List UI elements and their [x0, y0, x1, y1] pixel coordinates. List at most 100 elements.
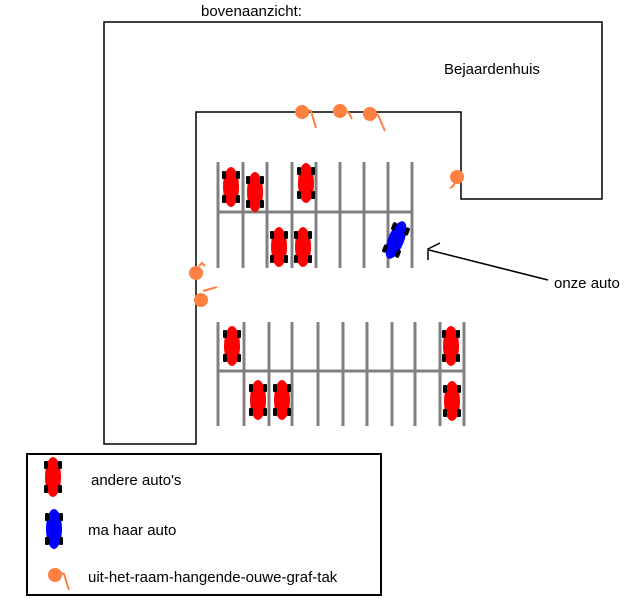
branch — [449, 170, 464, 189]
wheel — [222, 195, 226, 203]
wheel — [249, 384, 253, 392]
wheel — [59, 537, 63, 545]
wheel — [270, 255, 274, 263]
wheel — [236, 195, 240, 203]
branch — [189, 261, 206, 280]
other-car — [223, 326, 241, 366]
wheel — [456, 354, 460, 362]
legend-blue-car-icon — [45, 509, 63, 549]
car-body — [224, 326, 240, 366]
wheel — [260, 176, 264, 184]
cars-layer — [222, 163, 461, 421]
wheel — [222, 171, 226, 179]
wheel — [237, 354, 241, 362]
wheel — [457, 385, 461, 393]
wheel — [311, 191, 315, 199]
other-car — [222, 167, 240, 207]
legend-box — [26, 453, 382, 596]
wheel — [260, 200, 264, 208]
legend-red-car-icon — [44, 457, 62, 497]
wheel — [294, 231, 298, 239]
wheel — [443, 385, 447, 393]
car-body — [295, 227, 311, 267]
legend-symbols — [44, 457, 70, 591]
car-body — [444, 381, 460, 421]
car-body — [385, 221, 407, 259]
wheel — [297, 191, 301, 199]
wheel — [284, 255, 288, 263]
our-car — [382, 221, 410, 259]
branch — [333, 104, 353, 120]
car-body — [45, 457, 61, 497]
wheel — [223, 330, 227, 338]
wheel — [308, 231, 312, 239]
wheel — [382, 244, 388, 253]
building-outline — [103, 21, 603, 445]
wheel — [45, 513, 49, 521]
car-body — [443, 326, 459, 366]
title-label: bovenaanzicht: — [201, 3, 302, 20]
wheel — [236, 171, 240, 179]
wheel — [237, 330, 241, 338]
wheel — [273, 384, 277, 392]
other-car — [442, 326, 460, 366]
car-body — [46, 509, 62, 549]
wheel — [442, 330, 446, 338]
branches-layer — [189, 104, 464, 307]
wheel — [58, 461, 62, 469]
legend-branch-icon — [48, 568, 70, 591]
wheel — [395, 249, 401, 258]
wheel — [263, 384, 267, 392]
wheel — [287, 384, 291, 392]
car-body — [274, 380, 290, 420]
car-body — [223, 167, 239, 207]
other-car — [249, 380, 267, 420]
wheel — [457, 409, 461, 417]
wheel — [223, 354, 227, 362]
wheel — [391, 222, 397, 231]
wheel — [442, 354, 446, 362]
other-car — [273, 380, 291, 420]
lower-parking-lot — [216, 322, 466, 426]
car-body — [247, 172, 263, 212]
building-label: Bejaardenhuis — [444, 61, 540, 78]
branch — [295, 105, 317, 129]
wheel — [246, 200, 250, 208]
car-body — [250, 380, 266, 420]
car-body — [298, 163, 314, 203]
branch — [363, 107, 386, 132]
other-car — [270, 227, 288, 267]
wheel — [44, 461, 48, 469]
pointer-arrow — [427, 242, 549, 281]
wheel — [44, 485, 48, 493]
other-car — [246, 172, 264, 212]
pointer-label: onze auto — [554, 275, 620, 292]
wheel — [263, 408, 267, 416]
wheel — [456, 330, 460, 338]
other-car — [294, 227, 312, 267]
wheel — [294, 255, 298, 263]
other-car — [297, 163, 315, 203]
wheel — [297, 167, 301, 175]
wheel — [59, 513, 63, 521]
wheel — [308, 255, 312, 263]
wheel — [443, 409, 447, 417]
wheel — [270, 231, 274, 239]
wheel — [249, 408, 253, 416]
legend-label-other-cars: andere auto's — [91, 472, 181, 489]
car-body — [271, 227, 287, 267]
wheel — [311, 167, 315, 175]
wheel — [284, 231, 288, 239]
wheel — [287, 408, 291, 416]
branch — [194, 286, 218, 307]
wheel — [404, 227, 410, 236]
legend-label-branch: uit-het-raam-hangende-ouwe-graf-tak — [88, 569, 338, 586]
wheel — [273, 408, 277, 416]
upper-parking-lot — [216, 162, 414, 268]
wheel — [58, 485, 62, 493]
wheel — [246, 176, 250, 184]
wheel — [45, 537, 49, 545]
legend-label-our-car: ma haar auto — [88, 522, 176, 539]
other-car — [443, 381, 461, 421]
